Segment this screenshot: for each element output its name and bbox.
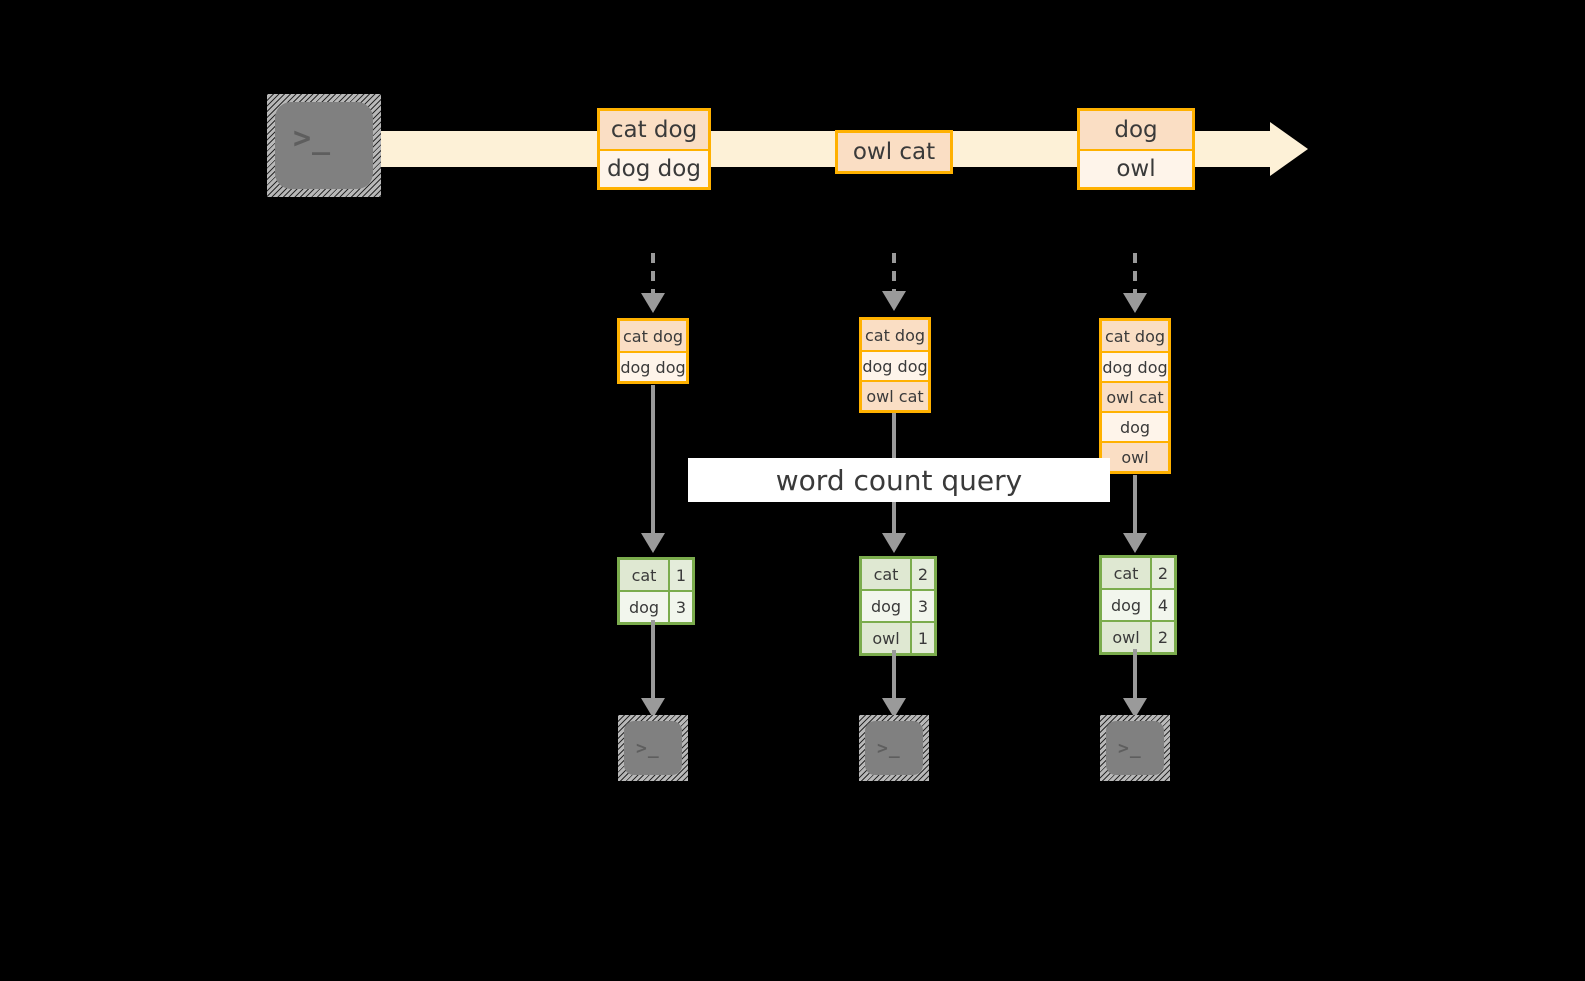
accumulated-state-row: cat dog	[1102, 321, 1168, 351]
accumulated-state-row: owl cat	[1102, 381, 1168, 411]
sink-arrowhead-2	[882, 698, 906, 718]
sink-connector-3	[1133, 649, 1137, 700]
accumulated-state-row: dog	[1102, 411, 1168, 441]
terminal-prompt: >_	[636, 738, 660, 759]
stream-message-row: owl cat	[838, 133, 950, 171]
stream-message-row: dog	[1080, 111, 1192, 149]
terminal-prompt: >_	[1118, 738, 1142, 759]
terminal-prompt: >_	[877, 738, 901, 759]
feed-arrowhead-3	[1123, 293, 1147, 313]
query-connector-1	[651, 385, 655, 535]
result-count-cell: 2	[1150, 622, 1174, 652]
accumulated-state-row: cat dog	[620, 321, 686, 351]
accumulated-state-row: dog dog	[1102, 351, 1168, 381]
sink-arrowhead-3	[1123, 698, 1147, 718]
result-word-cell: owl	[1102, 622, 1150, 652]
feed-connector-2	[892, 253, 896, 293]
query-connector-3	[1133, 475, 1137, 535]
stream-message-row: dog dog	[600, 149, 708, 187]
event-stream-arrowhead	[1270, 122, 1308, 176]
feed-connector-1	[651, 253, 655, 295]
sink-terminal-icon-2: >_	[859, 715, 929, 781]
result-word-cell: cat	[862, 559, 910, 589]
feed-arrowhead-1	[641, 293, 665, 313]
result-word-cell: dog	[862, 591, 910, 621]
result-count-cell: 1	[668, 560, 692, 590]
accumulated-state-row: cat dog	[862, 320, 928, 350]
sink-terminal-icon-3: >_	[1100, 715, 1170, 781]
terminal-prompt: >_	[293, 121, 332, 156]
accumulated-state-row: dog dog	[620, 351, 686, 381]
query-label-banner: word count query	[688, 458, 1110, 502]
result-word-cell: owl	[862, 623, 910, 653]
stream-message-batch-2: owl cat	[835, 130, 953, 174]
query-label-text: word count query	[775, 463, 1023, 497]
stream-message-row: owl	[1080, 149, 1192, 187]
feed-connector-3	[1133, 253, 1137, 295]
stream-message-row: cat dog	[600, 111, 708, 149]
sink-terminal-icon-1: >_	[618, 715, 688, 781]
sink-arrowhead-1	[641, 698, 665, 718]
query-arrowhead-1	[641, 533, 665, 553]
result-word-cell: cat	[620, 560, 668, 590]
query-arrowhead-3	[1123, 533, 1147, 553]
accumulated-state-row: owl cat	[862, 380, 928, 410]
result-count-cell: 2	[1150, 558, 1174, 588]
result-word-cell: dog	[1102, 590, 1150, 620]
result-count-cell: 3	[910, 591, 934, 621]
terminal-screen: >_	[865, 721, 923, 775]
source-terminal-icon: >_	[267, 94, 381, 197]
result-count-cell: 2	[910, 559, 934, 589]
result-word-cell: cat	[1102, 558, 1150, 588]
accumulated-state-row: owl	[1102, 441, 1168, 471]
terminal-screen: >_	[1106, 721, 1164, 775]
terminal-screen: >_	[275, 102, 373, 189]
sink-connector-2	[892, 650, 896, 700]
feed-arrowhead-2	[882, 291, 906, 311]
result-word-cell: dog	[620, 592, 668, 622]
result-count-cell: 4	[1150, 590, 1174, 620]
query-arrowhead-2	[882, 533, 906, 553]
sink-connector-1	[651, 620, 655, 700]
accumulated-state-row: dog dog	[862, 350, 928, 380]
result-count-cell: 3	[668, 592, 692, 622]
terminal-screen: >_	[624, 721, 682, 775]
result-count-cell: 1	[910, 623, 934, 653]
